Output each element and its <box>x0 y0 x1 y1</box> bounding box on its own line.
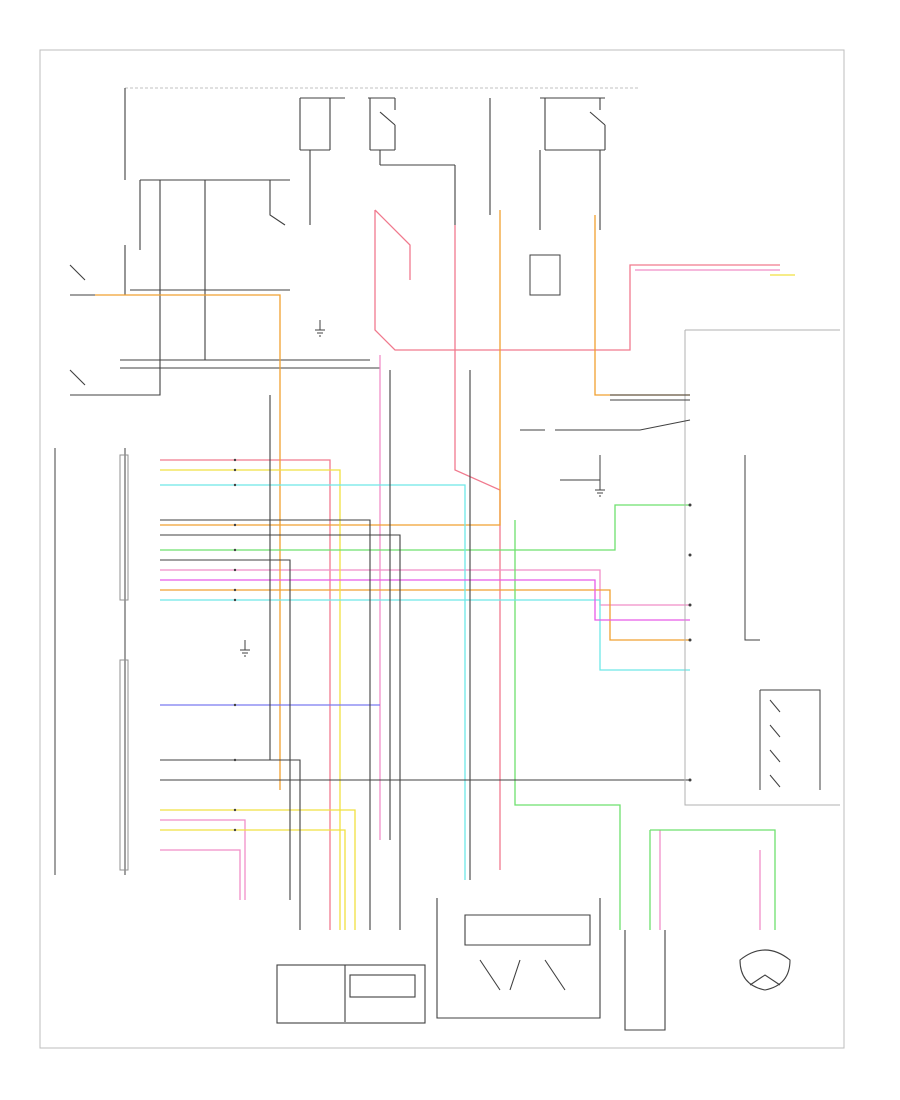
right-module <box>684 329 840 806</box>
transfer-case-switches <box>69 179 380 396</box>
pink-wires <box>160 269 780 930</box>
black-wires <box>160 370 690 930</box>
mid-components <box>520 254 691 481</box>
cyan-wires <box>160 484 690 880</box>
top-fuse-section <box>124 87 640 230</box>
green-wires <box>160 504 776 930</box>
magenta-wire <box>160 579 690 621</box>
bottom-components <box>276 898 791 1031</box>
page-border <box>39 49 845 1049</box>
yellow-wires <box>160 274 795 930</box>
orange-wires <box>95 210 690 790</box>
ground-symbols <box>240 320 605 657</box>
left-module <box>54 448 237 875</box>
red-wires <box>160 209 780 930</box>
